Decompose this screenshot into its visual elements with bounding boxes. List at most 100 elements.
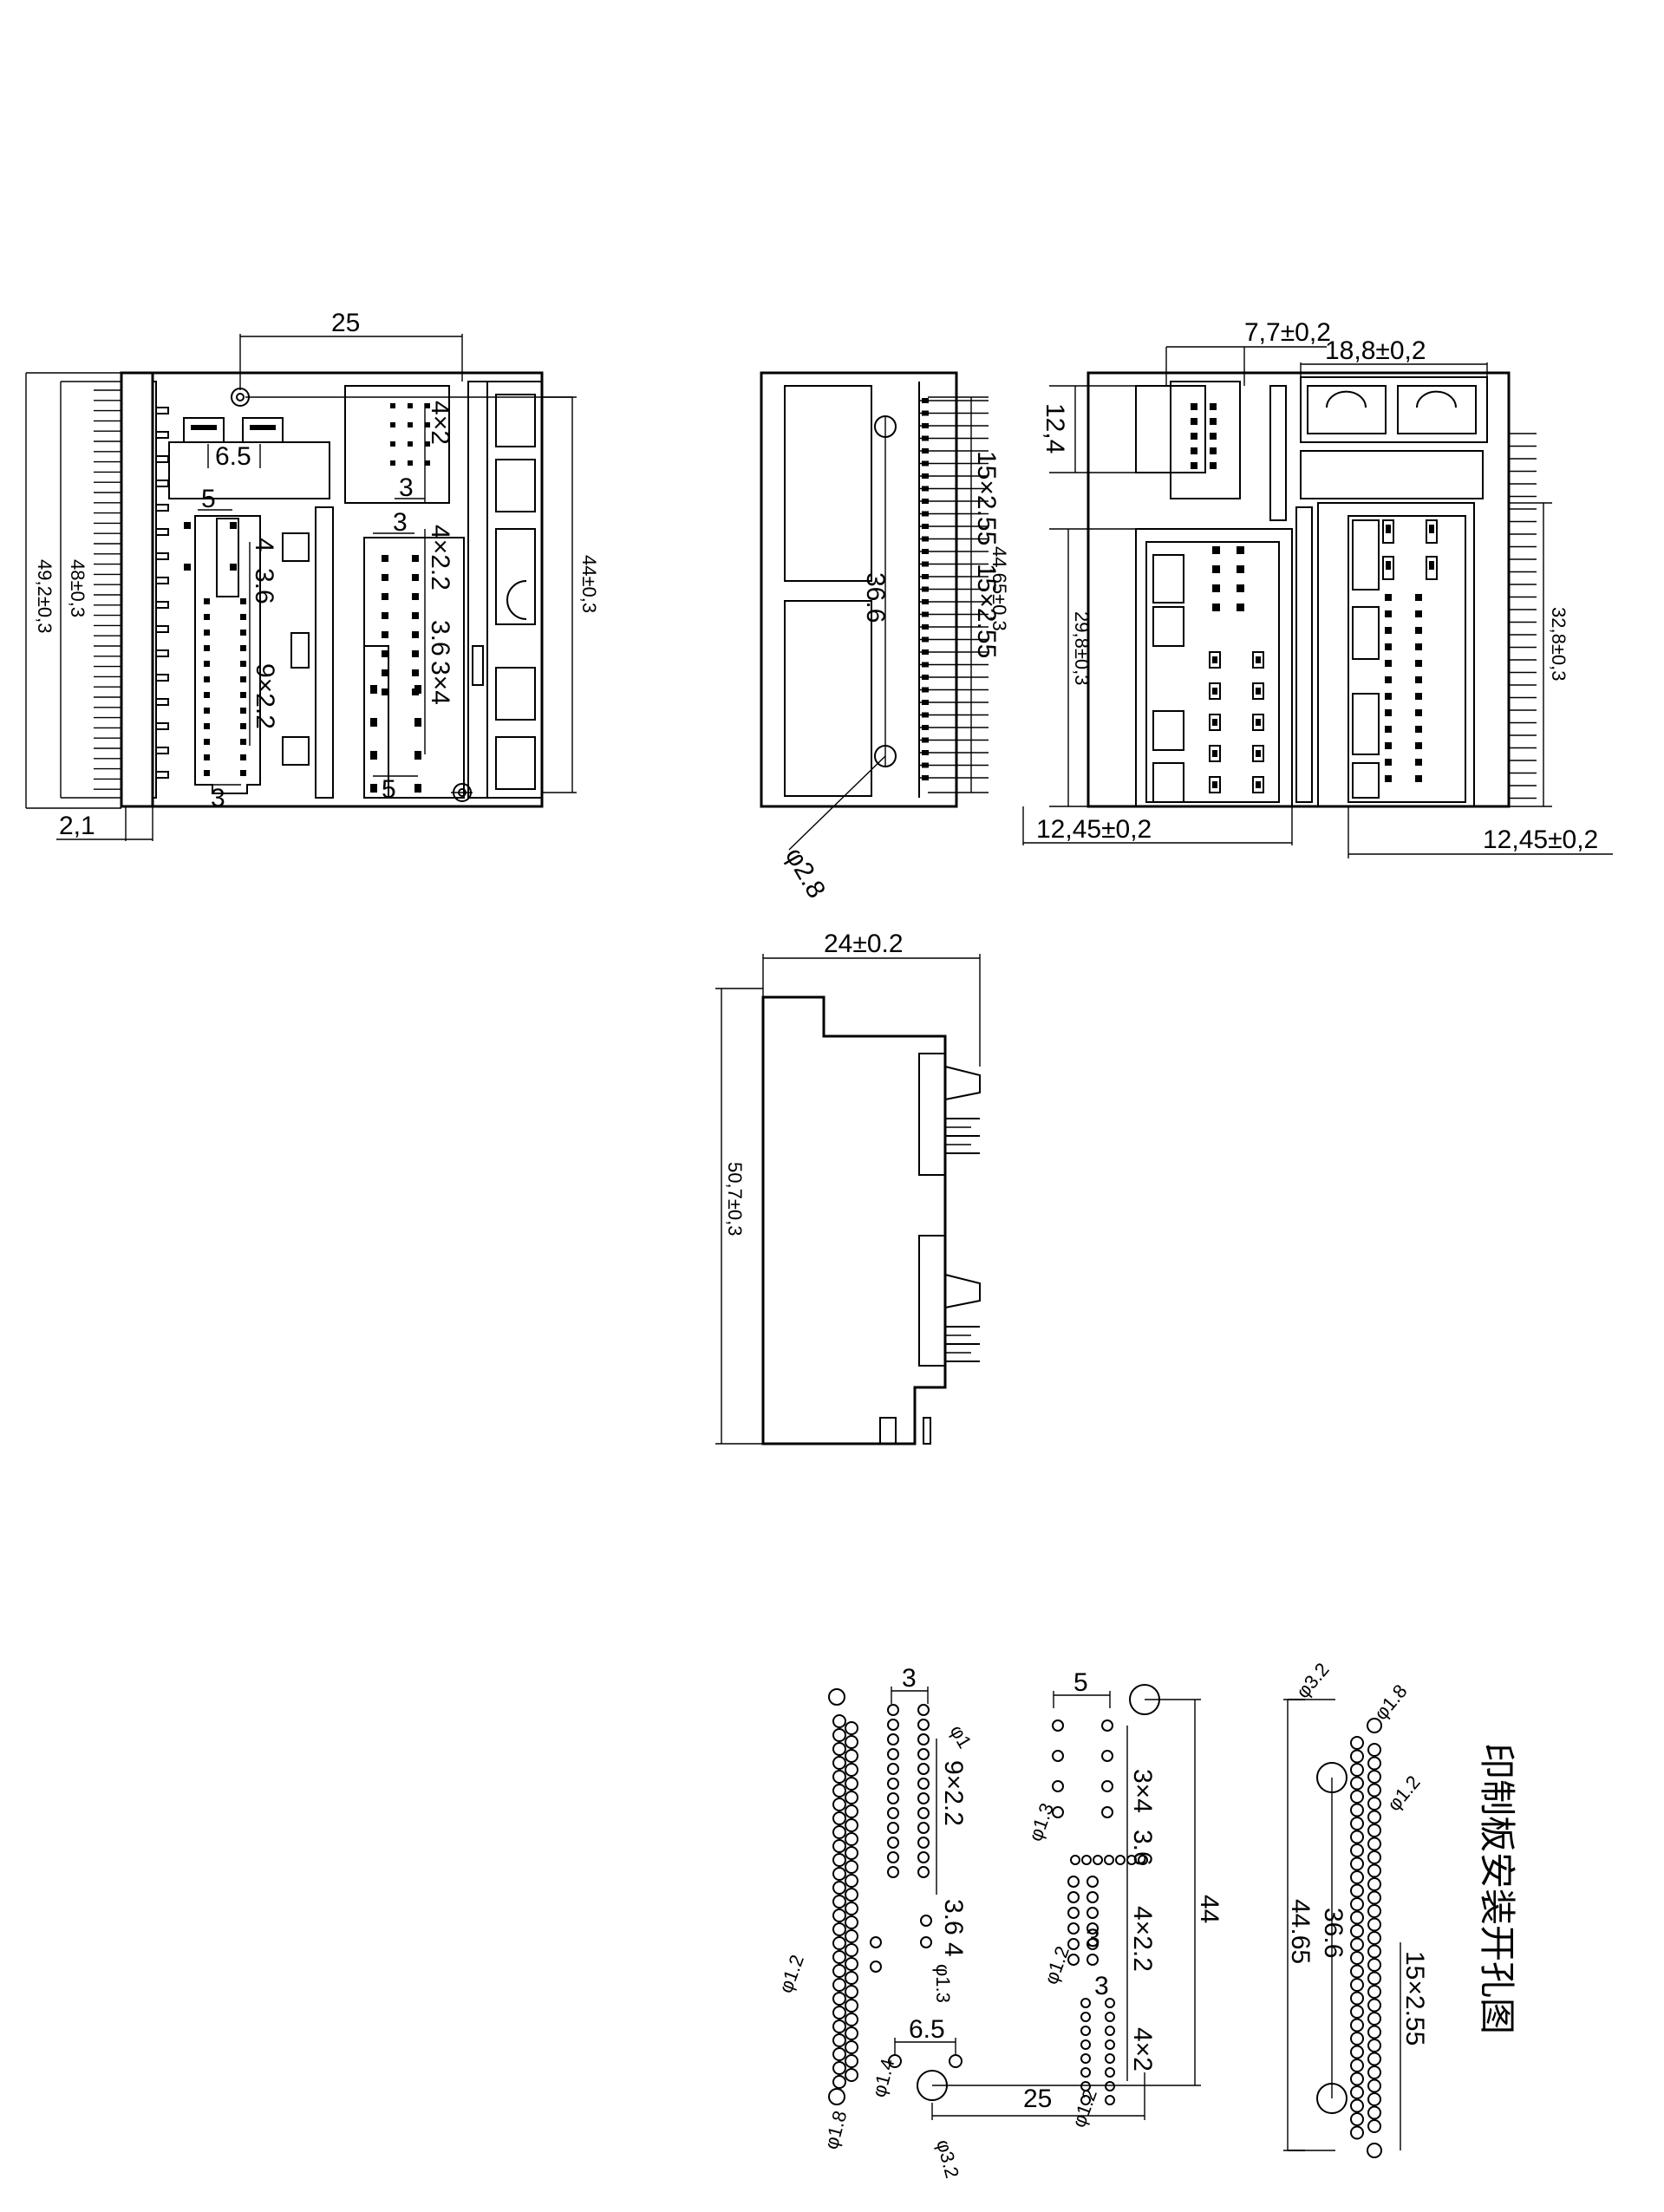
- pcb-g1-hole-col-b: [845, 1915, 858, 1929]
- pcb-g1-hole-col-b: [845, 1818, 858, 1832]
- front-left-pin: [240, 614, 246, 620]
- front-left-pin-latch: [216, 518, 239, 597]
- profile-dim-24: 24±0.2: [824, 930, 904, 958]
- pcb-g2-hole-a: [1052, 1750, 1064, 1762]
- pcb-g2-hole-d: [1086, 1922, 1099, 1935]
- pcb-g1-hole-col-a: [832, 2020, 846, 2033]
- pcb-g1-hole-col-a: [832, 2061, 846, 2075]
- side-pin-head: [922, 460, 929, 467]
- back-upper-pin: [1191, 403, 1197, 410]
- front-flange-inner: [152, 381, 157, 799]
- front-mid-pin: [412, 555, 419, 562]
- side-pin-head: [922, 662, 929, 668]
- front-dim-3-top: 3: [399, 473, 414, 502]
- back-left-pin-grid: [1152, 546, 1264, 803]
- pcb-g2-hole-f: [1105, 2026, 1115, 2036]
- back-right-pin: [1385, 759, 1392, 766]
- pcb-g1-hole-col-b: [845, 1929, 858, 1943]
- front-tab: [155, 528, 169, 536]
- back-latch-2-curve: [1416, 390, 1457, 408]
- front-left-pin-top: [184, 564, 191, 571]
- pcb-g1-hole-col-a: [832, 1728, 846, 1742]
- side-pin-head: [922, 649, 929, 655]
- pcb-g1-hole-col-d: [917, 1748, 930, 1760]
- front-tab: [155, 601, 169, 609]
- pcb-dim-d32: φ3.2: [932, 2137, 963, 2181]
- front-tab: [155, 552, 169, 560]
- back-right-pin: [1415, 660, 1422, 667]
- side-pin-head: [922, 687, 929, 693]
- back-lower-divider: [1295, 506, 1313, 803]
- side-pin-head: [922, 750, 929, 755]
- profile-upper-latch: [944, 1066, 981, 1100]
- pcb-g3-dim-36-6: 36.6: [1319, 1908, 1348, 1958]
- pcb-g2-dim-4x2: 4×2: [1128, 2027, 1157, 2072]
- pcb-g3-hole-col-b: [1367, 1931, 1381, 1945]
- back-right-pin: [1415, 627, 1422, 634]
- back-right-slot-fill: [1429, 525, 1434, 533]
- front-top-pin: [390, 441, 395, 447]
- side-pin-head: [922, 599, 929, 604]
- front-top-pin: [390, 403, 395, 408]
- pcb-g1-hole-col-a: [832, 1936, 846, 1950]
- pcb-g2-hole-b: [1101, 1780, 1113, 1792]
- pcb-g2-hole-d: [1086, 1938, 1099, 1950]
- back-right-slot-fill: [1386, 561, 1391, 570]
- side-pin-head: [922, 511, 929, 517]
- front-tab: [155, 747, 169, 754]
- pcb-g1-hole-col-a: [832, 1881, 846, 1895]
- front-dim-44: 44±0,3: [578, 555, 600, 613]
- pcb-g3-hole-col-b: [1367, 1917, 1381, 1932]
- pcb-g1-hole-col-c: [887, 1778, 899, 1790]
- pcb-g1-hole-col-d: [917, 1807, 930, 1819]
- pcb-g1-hole-col-b: [845, 1763, 858, 1777]
- pcb-g3-hole-col-b: [1367, 2012, 1381, 2026]
- pcb-g2-hole-f: [1105, 2095, 1115, 2105]
- front-mid-pin: [382, 650, 388, 657]
- front-left-pin: [240, 754, 246, 760]
- front-mid-pin-latch: [370, 685, 377, 694]
- back-body: [1086, 371, 1511, 808]
- front-left-pin: [240, 739, 246, 745]
- back-lower-right-connector: [1317, 502, 1475, 807]
- pcb-g1-hole-col-b: [845, 2068, 858, 2082]
- front-left-pin: [240, 770, 246, 776]
- front-top-pin: [408, 460, 413, 466]
- pcb-g1-hole-col-a: [832, 1839, 846, 1853]
- front-left-pin: [204, 645, 210, 651]
- pcb-hole-group-2: [1052, 1719, 1148, 2105]
- back-upper-pin-grid: [1191, 403, 1217, 469]
- pcb-g3-hole-col-b: [1367, 2105, 1381, 2120]
- pcb-g1-hole-extra: [870, 1936, 882, 1948]
- pcb-g1-hole-col-a: [832, 1978, 846, 1992]
- front-mid-pin: [412, 631, 419, 638]
- pcb-g1-hole-col-d: [917, 1837, 930, 1849]
- pcb-g2-dim-3-6: 3.6: [1128, 1830, 1157, 1866]
- pcb-g1-hole-col-a: [832, 2075, 846, 2089]
- side-pin-head: [922, 423, 929, 428]
- front-left-pin-top: [184, 522, 191, 529]
- front-left-pin: [240, 661, 246, 667]
- side-pin-head: [922, 775, 929, 780]
- front-right-notch: [506, 580, 527, 620]
- pcb-g2-hole-a: [1052, 1780, 1064, 1792]
- back-right-notch: [1352, 606, 1380, 660]
- back-right-pin: [1385, 676, 1392, 683]
- pcb-g3-hole-col-b: [1367, 1837, 1381, 1851]
- back-left-slot-fill: [1212, 656, 1217, 663]
- pcb-g3-hole-col-a: [1350, 2085, 1364, 2099]
- pcb-g1-hole-col-b: [845, 1804, 858, 1818]
- front-small-square-1: [282, 532, 310, 562]
- back-right-notch: [1352, 693, 1380, 755]
- front-left-pin: [240, 692, 246, 698]
- side-pin-head: [922, 410, 929, 416]
- pcb-g1-hole-col-d: [917, 1822, 930, 1834]
- back-right-pin: [1415, 693, 1422, 700]
- back-right-slot-fill: [1386, 525, 1391, 533]
- pcb-g2-hole-a: [1052, 1719, 1064, 1732]
- back-left-pin: [1237, 584, 1244, 592]
- front-tab: [155, 504, 169, 512]
- back-left-slot: [1252, 745, 1264, 762]
- pcb-g1-hole-col-a: [832, 2047, 846, 2061]
